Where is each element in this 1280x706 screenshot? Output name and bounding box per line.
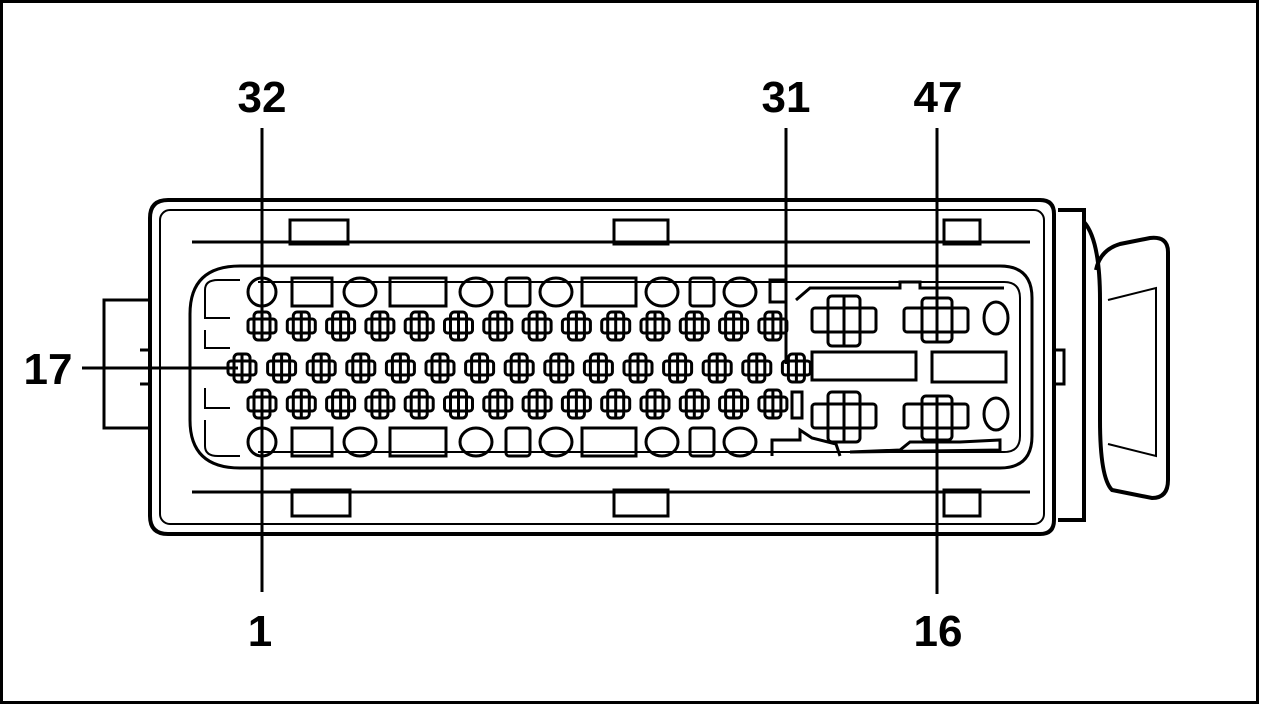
signal-pin bbox=[662, 352, 694, 384]
signal-pin bbox=[582, 352, 614, 384]
signal-pin bbox=[325, 388, 357, 420]
signal-pin bbox=[560, 310, 592, 342]
signal-pin bbox=[757, 310, 789, 342]
signal-pin bbox=[639, 388, 671, 420]
signal-pin bbox=[521, 310, 553, 342]
signal-pin bbox=[639, 310, 671, 342]
auxiliary-cavities bbox=[246, 276, 1010, 458]
signal-pin bbox=[384, 352, 416, 384]
signal-pin bbox=[482, 310, 514, 342]
pin-label-17: 17 bbox=[24, 345, 73, 394]
signal-pin bbox=[600, 310, 632, 342]
pin-label-32: 32 bbox=[238, 73, 287, 122]
signal-pin bbox=[718, 310, 750, 342]
signal-pin bbox=[780, 352, 812, 384]
pin-label-16: 16 bbox=[914, 607, 963, 656]
signal-pin bbox=[543, 352, 575, 384]
signal-pin-field bbox=[226, 310, 812, 420]
signal-pin bbox=[678, 388, 710, 420]
signal-pin bbox=[443, 310, 474, 342]
signal-pin bbox=[503, 352, 535, 384]
power-terminal bbox=[810, 390, 878, 444]
power-terminals bbox=[810, 294, 970, 444]
signal-pin bbox=[364, 388, 396, 420]
signal-pin bbox=[266, 352, 298, 384]
signal-pin bbox=[424, 352, 456, 384]
housing-latch-windows bbox=[288, 218, 982, 518]
pin-slot bbox=[790, 390, 804, 420]
leader-lines bbox=[82, 128, 939, 594]
signal-pin bbox=[305, 352, 337, 384]
connector-housing bbox=[102, 198, 1170, 536]
signal-pin bbox=[285, 310, 317, 342]
pin-label-1: 1 bbox=[248, 607, 272, 656]
signal-pin bbox=[443, 388, 474, 420]
signal-pin bbox=[757, 388, 789, 420]
signal-pin bbox=[345, 352, 377, 384]
signal-pin bbox=[403, 388, 435, 420]
signal-pin bbox=[560, 388, 592, 420]
signal-pin bbox=[718, 388, 750, 420]
signal-pin bbox=[325, 310, 357, 342]
signal-pin bbox=[600, 388, 632, 420]
signal-pin bbox=[521, 388, 553, 420]
power-terminal bbox=[810, 294, 878, 348]
signal-pin bbox=[364, 310, 396, 342]
signal-pin bbox=[741, 352, 773, 384]
signal-pin bbox=[482, 388, 514, 420]
signal-pin bbox=[403, 310, 435, 342]
signal-pin bbox=[285, 388, 317, 420]
signal-pin bbox=[464, 352, 496, 384]
signal-pin bbox=[622, 352, 654, 384]
pin-label-31: 31 bbox=[762, 73, 811, 122]
signal-pin bbox=[678, 310, 710, 342]
signal-pin bbox=[701, 352, 733, 384]
pin-label-47: 47 bbox=[914, 73, 963, 122]
